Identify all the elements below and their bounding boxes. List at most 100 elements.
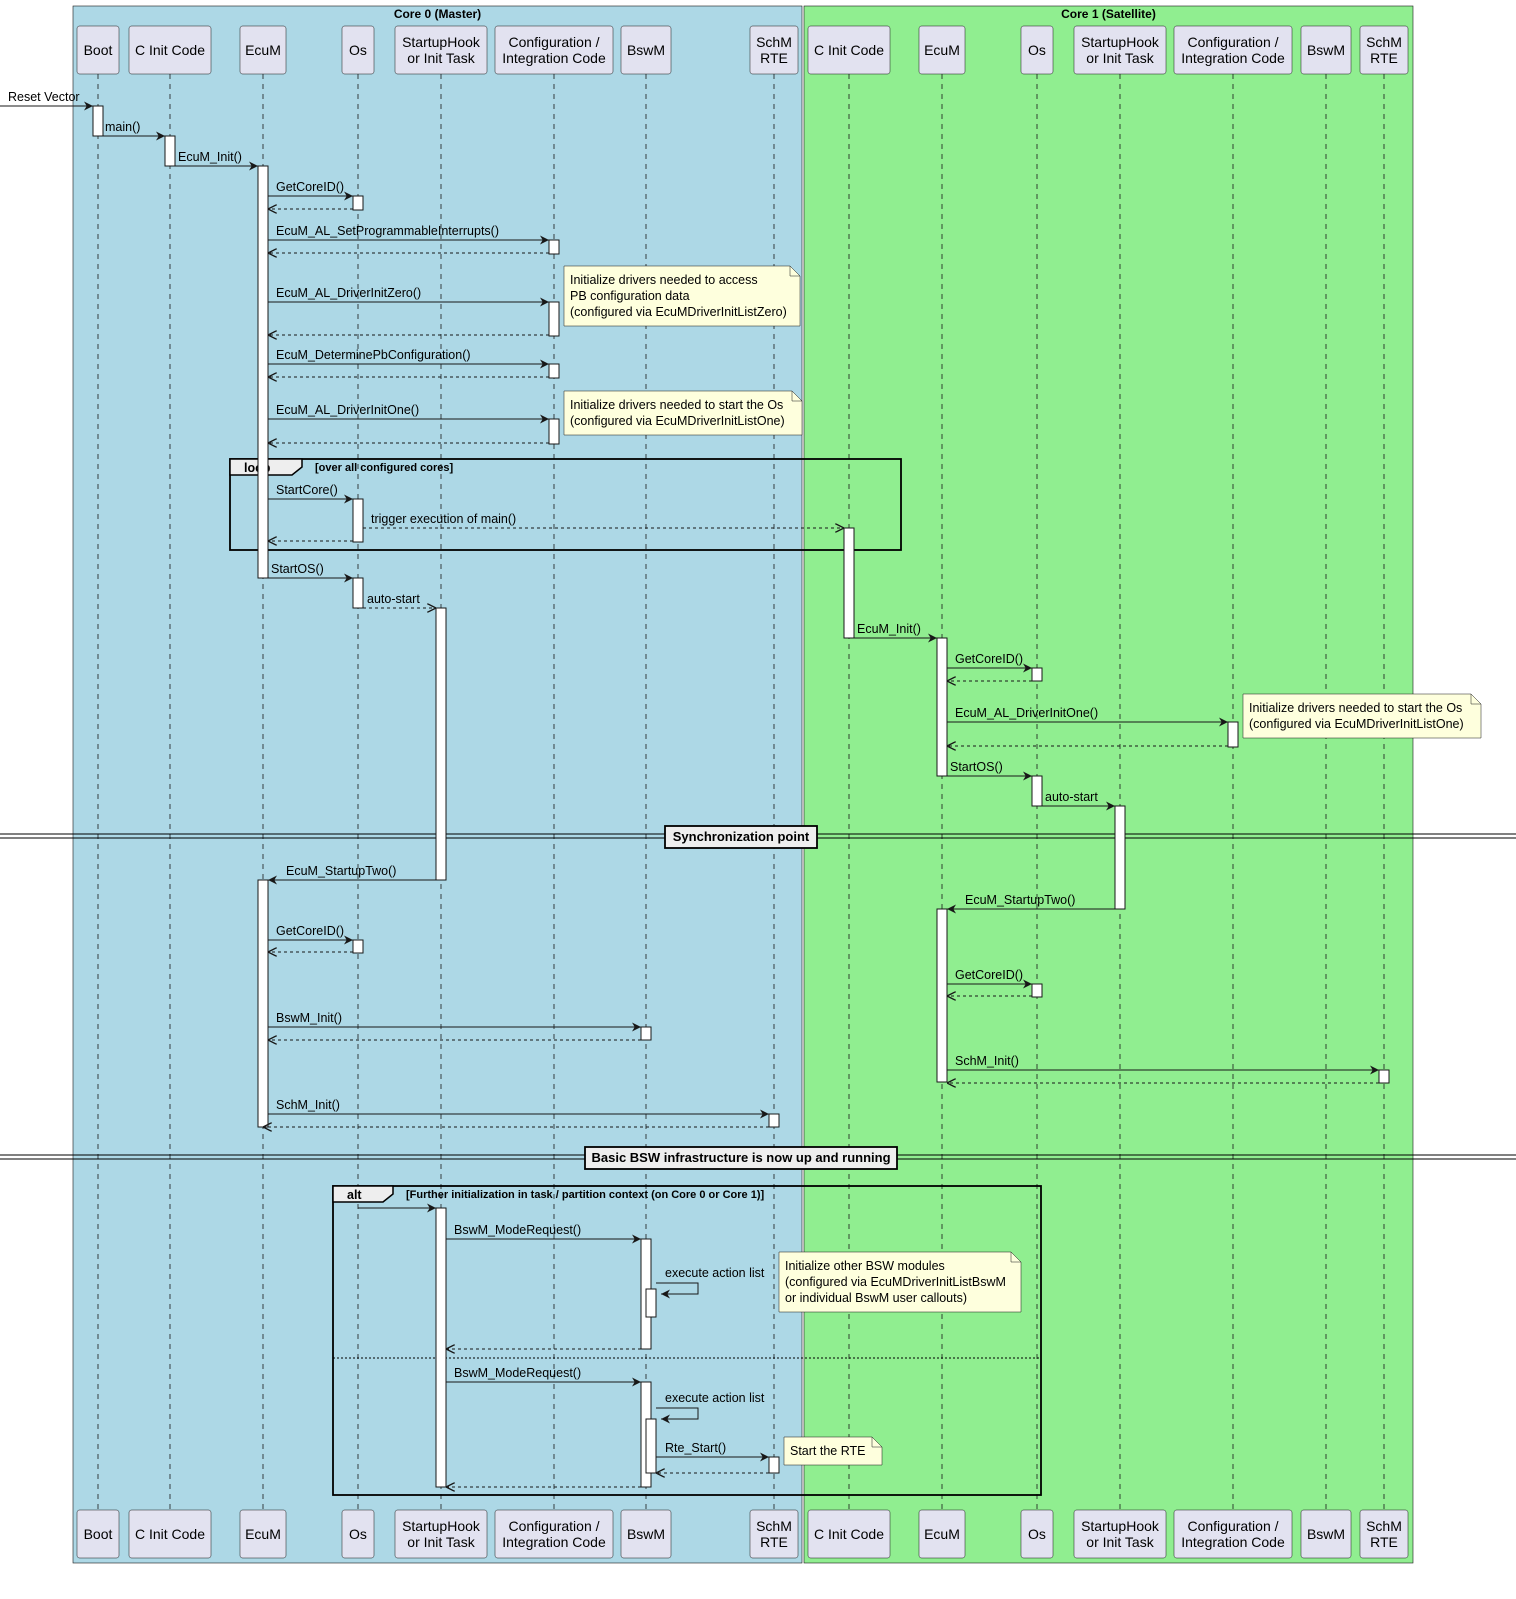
participant-box xyxy=(494,25,614,75)
participant-label: BswM xyxy=(1307,1526,1345,1542)
participant-label: StartupHook xyxy=(402,1518,481,1534)
participant-label: C Init Code xyxy=(135,1526,205,1542)
frame-border xyxy=(332,1185,1042,1496)
participant-boot-top: Boot xyxy=(76,25,120,75)
note-line: (configured via EcuMDriverInitListOne) xyxy=(570,414,785,428)
participant-ecum0-bottom: EcuM xyxy=(239,1509,287,1559)
activation-bswm0 xyxy=(645,1418,657,1474)
participant-bswm0-bottom: BswM xyxy=(620,1509,672,1559)
note-line: Initialize drivers needed to start the O… xyxy=(570,398,783,412)
message-label: BswM_ModeRequest() xyxy=(454,1223,581,1237)
participant-box xyxy=(1020,25,1054,75)
frame-tab xyxy=(332,1185,394,1203)
participant-box xyxy=(918,1509,966,1559)
participant-box xyxy=(1173,25,1293,75)
message-21: EcuM_AL_DriverInitOne() xyxy=(947,706,1228,727)
message-41: BswM_ModeRequest() xyxy=(446,1366,641,1387)
participant-label: Os xyxy=(1028,1526,1046,1542)
note-body xyxy=(1242,693,1482,739)
message-1: main() xyxy=(103,120,165,141)
activation-os0 xyxy=(352,498,364,543)
participant-ecum1-bottom: EcuM xyxy=(918,1509,966,1559)
activation-cinit1 xyxy=(843,527,855,639)
core-box xyxy=(803,5,1414,1564)
message-26: EcuM_StartupTwo() xyxy=(947,893,1115,914)
participant-label: RTE xyxy=(760,50,788,66)
activation-sh1 xyxy=(1114,805,1126,910)
participant-box xyxy=(128,1509,212,1559)
participant-ecum1-top: EcuM xyxy=(918,25,966,75)
participant-label: RTE xyxy=(760,1534,788,1550)
message-39: execute action list xyxy=(656,1266,765,1299)
message-18: EcuM_Init() xyxy=(854,622,937,643)
message-label: GetCoreID() xyxy=(955,652,1023,666)
participant-label: SchM xyxy=(1366,34,1402,50)
message-19: GetCoreID() xyxy=(947,652,1032,673)
participant-os0-top: Os xyxy=(341,25,375,75)
activation-cfg0 xyxy=(548,363,560,379)
divider-box xyxy=(664,825,818,849)
participant-label: BswM xyxy=(627,42,665,58)
participant-box xyxy=(239,25,287,75)
message-label: EcuM_AL_DriverInitOne() xyxy=(276,403,419,417)
participant-boot-bottom: Boot xyxy=(76,1509,120,1559)
message-label: BswM_Init() xyxy=(276,1011,342,1025)
activation-bswm0 xyxy=(640,1026,652,1041)
participant-label: StartupHook xyxy=(1081,1518,1160,1534)
participant-box xyxy=(76,1509,120,1559)
message-label: GetCoreID() xyxy=(955,968,1023,982)
message-label: StartOS() xyxy=(271,562,324,576)
participant-label: Integration Code xyxy=(502,1534,606,1550)
message-42: execute action list xyxy=(656,1391,765,1424)
message-label: EcuM_DeterminePbConfiguration() xyxy=(276,348,471,362)
participant-cfg1-top: Configuration /Integration Code xyxy=(1173,25,1293,75)
message-label: StartCore() xyxy=(276,483,338,497)
note: Start the RTE xyxy=(783,1436,883,1466)
note-line: (configured via EcuMDriverInitListBswM xyxy=(785,1275,1006,1289)
message-3: GetCoreID() xyxy=(268,180,353,201)
participant-label: Configuration / xyxy=(1187,1518,1278,1534)
participant-os1-top: Os xyxy=(1020,25,1054,75)
activation-ecum0 xyxy=(257,879,269,1128)
participant-os0-bottom: Os xyxy=(341,1509,375,1559)
frame-border xyxy=(229,458,902,551)
participant-label: Boot xyxy=(84,42,113,58)
participant-box xyxy=(341,25,375,75)
note-line: or individual BswM user callouts) xyxy=(785,1291,967,1305)
participant-cinit1-bottom: C Init Code xyxy=(807,1509,891,1559)
activation-os0 xyxy=(352,195,364,211)
participant-label: StartupHook xyxy=(402,34,481,50)
participant-cinit0-top: C Init Code xyxy=(128,25,212,75)
participant-box xyxy=(341,1509,375,1559)
participant-cfg1-bottom: Configuration /Integration Code xyxy=(1173,1509,1293,1559)
participant-label: or Init Task xyxy=(407,1534,475,1550)
participant-label: EcuM xyxy=(924,42,960,58)
activation-bswm0 xyxy=(645,1288,657,1318)
message-label: EcuM_Init() xyxy=(178,150,242,164)
divider: Basic BSW infrastructure is now up and r… xyxy=(0,1146,1516,1170)
message-label: main() xyxy=(105,120,140,134)
participant-label: Configuration / xyxy=(1187,34,1278,50)
message-label: auto-start xyxy=(1045,790,1098,804)
participant-label: or Init Task xyxy=(1086,1534,1154,1550)
message-7: EcuM_AL_DriverInitZero() xyxy=(268,286,549,307)
note-line: Initialize other BSW modules xyxy=(785,1259,945,1273)
participant-box xyxy=(807,1509,891,1559)
participant-label: BswM xyxy=(1307,42,1345,58)
participant-bswm1-bottom: BswM xyxy=(1300,1509,1352,1559)
note-corner xyxy=(1010,1252,1021,1263)
activation-os0 xyxy=(352,939,364,954)
message-25: EcuM_StartupTwo() xyxy=(268,864,436,885)
message-label: auto-start xyxy=(367,592,420,606)
message-label: Reset Vector xyxy=(8,90,80,104)
participant-cfg0-bottom: Configuration /Integration Code xyxy=(494,1509,614,1559)
participant-label: Integration Code xyxy=(1181,50,1285,66)
activation-cfg1 xyxy=(1227,721,1239,748)
message-label: BswM_ModeRequest() xyxy=(454,1366,581,1380)
participant-label: Os xyxy=(349,1526,367,1542)
